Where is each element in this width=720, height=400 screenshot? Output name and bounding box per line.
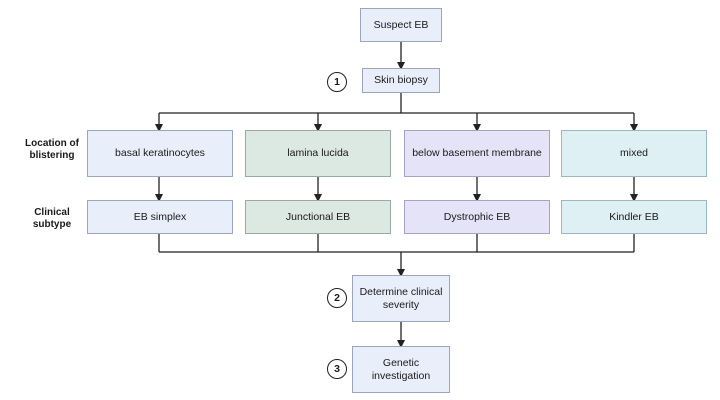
step-3-badge: 3 bbox=[327, 359, 347, 379]
genetic-investigation-node: Genetic investigation bbox=[352, 346, 450, 393]
subtype-dystrophic-eb: Dystrophic EB bbox=[404, 200, 550, 234]
skin-biopsy-node: Skin biopsy bbox=[362, 68, 440, 93]
location-below-basement-membrane: below basement membrane bbox=[404, 130, 550, 177]
step-2-badge: 2 bbox=[327, 288, 347, 308]
clinical-severity-node: Determine clinical severity bbox=[352, 275, 450, 322]
suspect-eb-node: Suspect EB bbox=[360, 8, 442, 42]
location-mixed: mixed bbox=[561, 130, 707, 177]
location-basal-keratinocytes: basal keratinocytes bbox=[87, 130, 233, 177]
step-1-badge: 1 bbox=[327, 72, 347, 92]
subtype-kindler-eb: Kindler EB bbox=[561, 200, 707, 234]
subtype-eb-simplex: EB simplex bbox=[87, 200, 233, 234]
location-lamina-lucida: lamina lucida bbox=[245, 130, 391, 177]
subtype-junctional-eb: Junctional EB bbox=[245, 200, 391, 234]
row-label-location: Location of blistering bbox=[25, 138, 79, 161]
row-label-subtype: Clinical subtype bbox=[32, 207, 72, 230]
